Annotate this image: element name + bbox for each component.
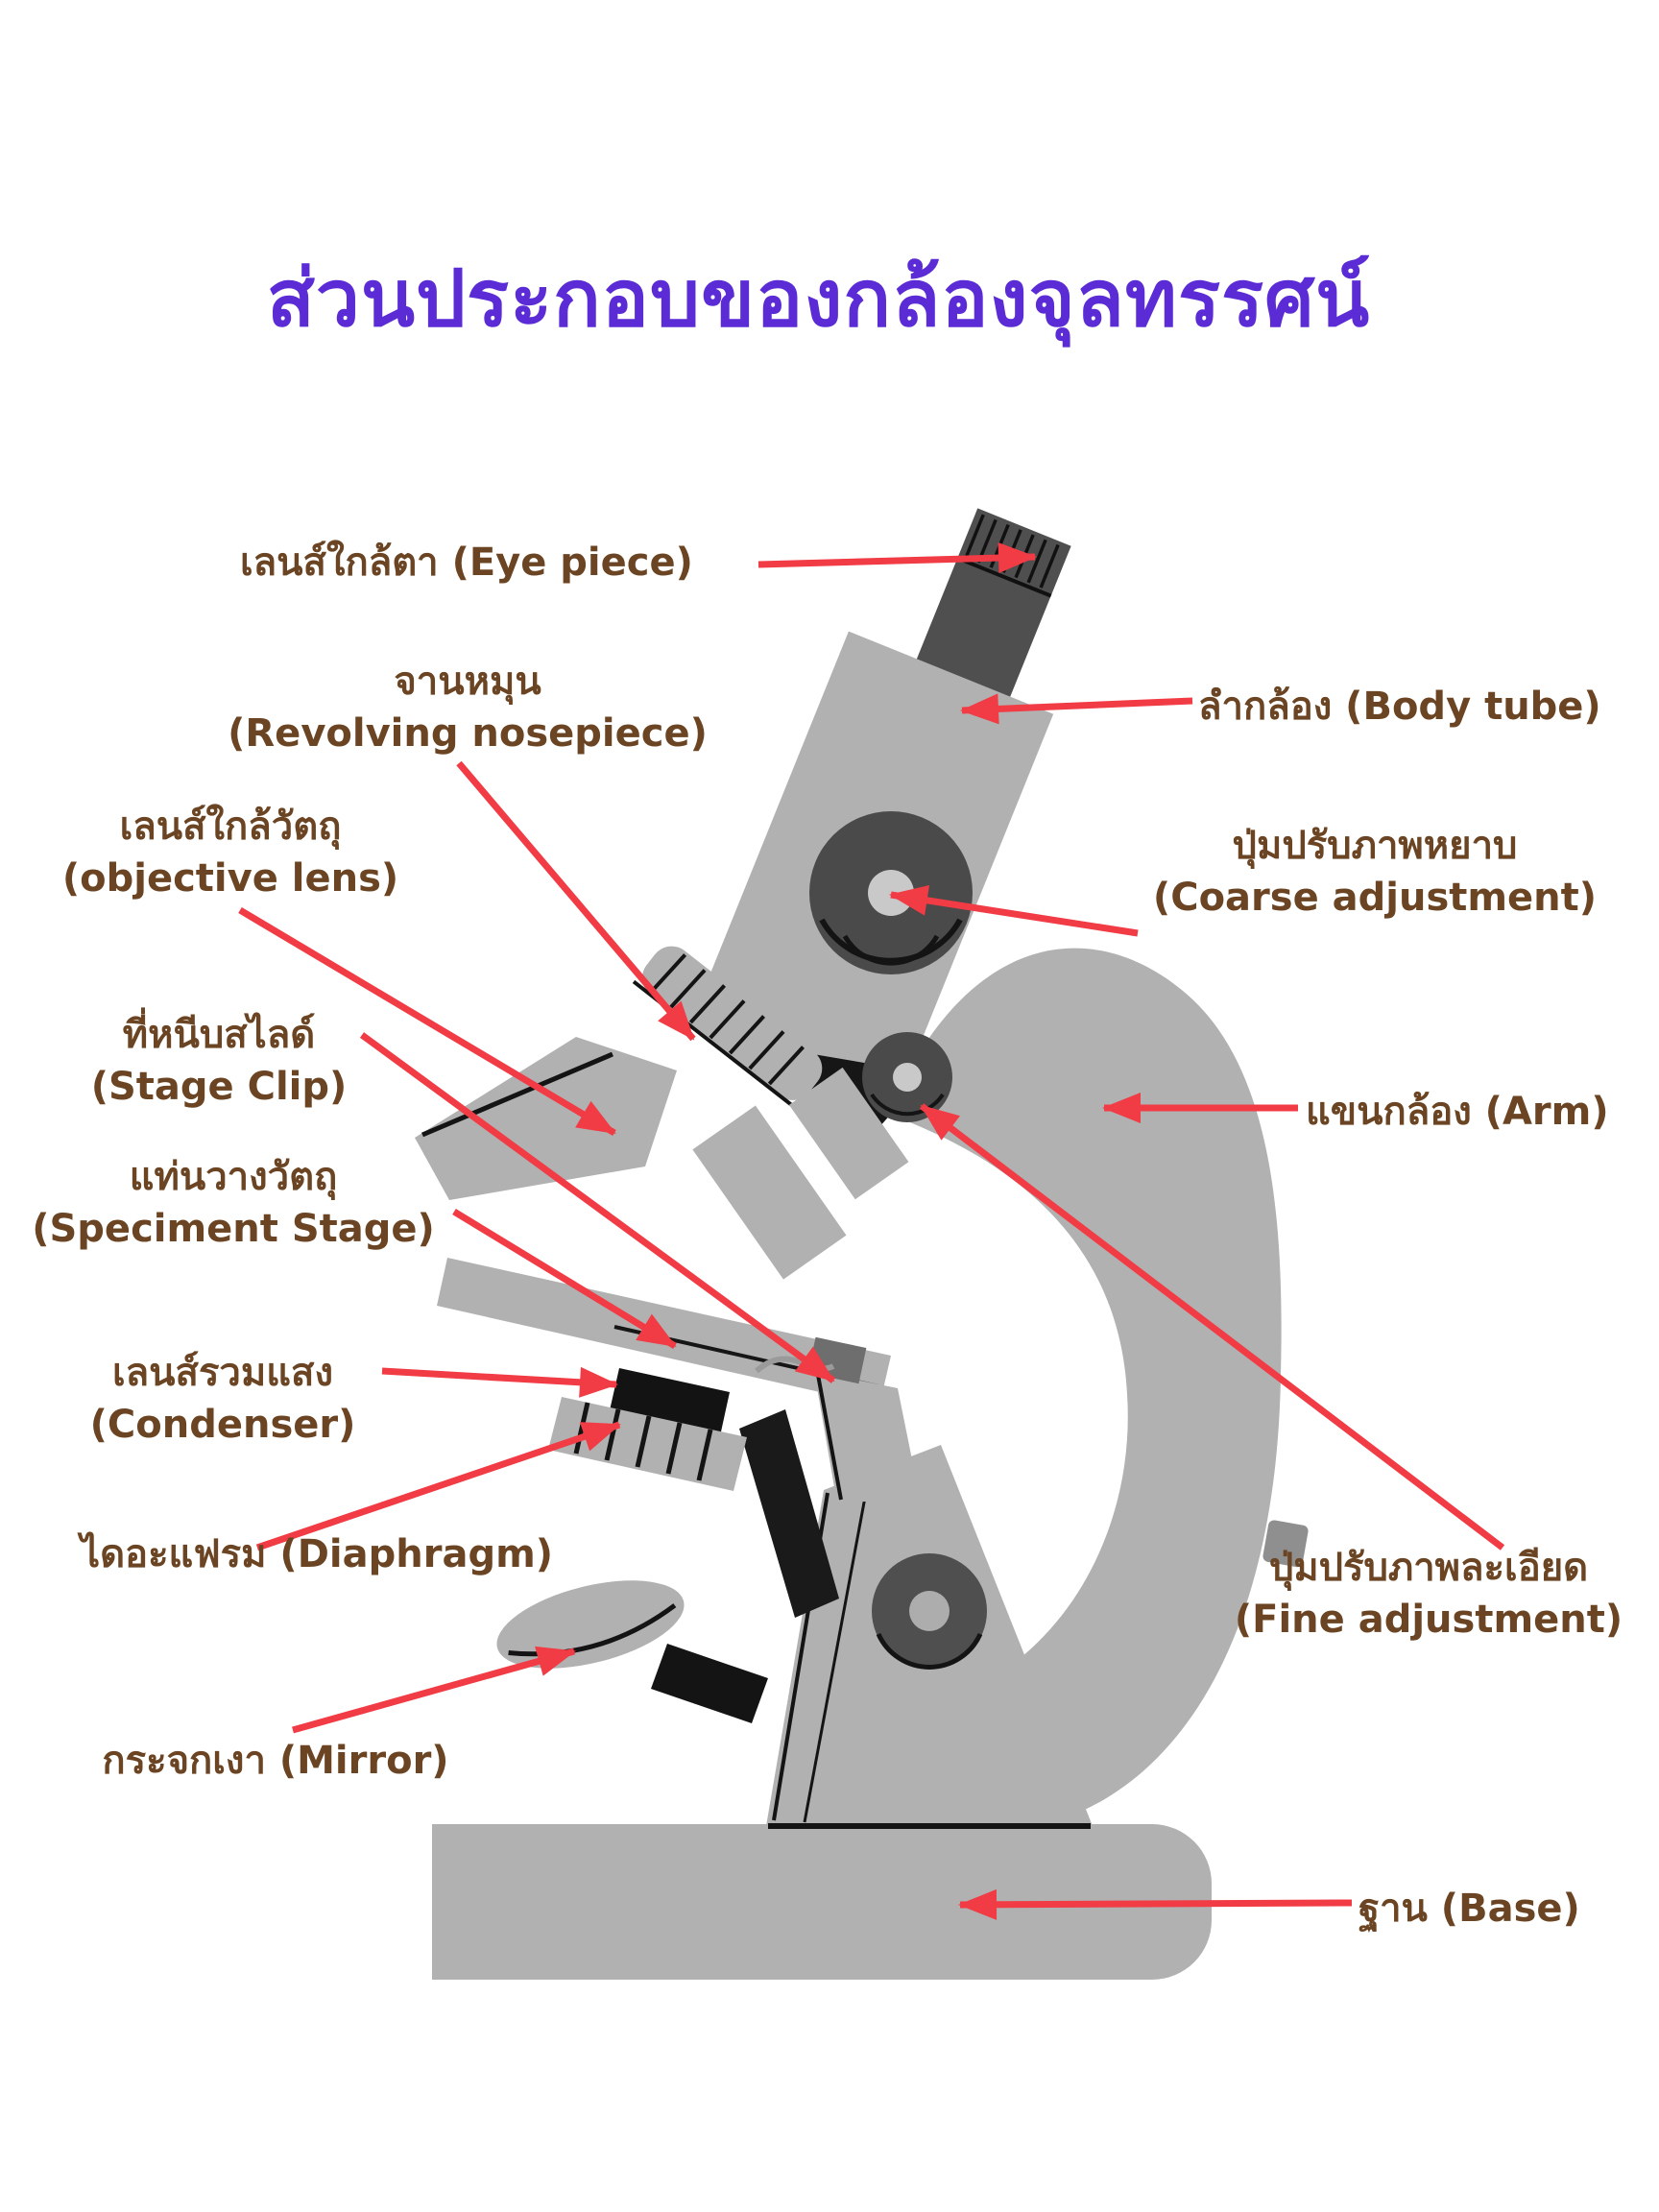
strut-part [739, 1409, 839, 1618]
objective-lens-part [692, 1067, 909, 1280]
arrow-coarse [889, 885, 1139, 937]
arrow-stage [452, 1209, 677, 1349]
nosepiece-part [632, 946, 823, 1111]
label-specimen-stage: แท่นวางวัตถุ (Speciment Stage) [32, 1155, 435, 1251]
arrow-fine [919, 1103, 1505, 1551]
label-base: ฐาน (Base) [1358, 1887, 1580, 1931]
label-condenser: เลนส์รวมแสง (Condenser) [89, 1351, 356, 1447]
arrow-nosepiece [456, 760, 696, 1042]
arm-part [888, 948, 1282, 1818]
arrows [238, 542, 1505, 1920]
arrow-stage-clip [359, 1032, 836, 1383]
label-mirror: กระจกเงา (Mirror) [102, 1739, 449, 1783]
arm-tab [1262, 1520, 1309, 1568]
objective-wedge [415, 1037, 677, 1200]
arrow-condenser [381, 1366, 618, 1398]
label-arm: แขนกล้อง (Arm) [1306, 1090, 1609, 1134]
label-fine-adjustment: ปุ่มปรับภาพละเอียด (Fine adjustment) [1234, 1546, 1623, 1642]
pivot-joint [872, 1553, 987, 1670]
label-diaphragm: ไดอะแฟรม (Diaphragm) [80, 1532, 554, 1576]
arrow-body-tube [960, 693, 1193, 725]
label-objective-lens: เลนส์ใกล้วัตถุ (objective lens) [61, 805, 399, 901]
coarse-knob-part [809, 811, 973, 974]
arrow-objective [238, 906, 616, 1137]
label-revolving-nosepiece: จานหมุน (Revolving nosepiece) [228, 660, 708, 756]
fine-knob-part [862, 1032, 952, 1122]
label-eye-piece: เลนส์ใกล้ตา (Eye piece) [240, 541, 693, 585]
arrow-diaphragm [255, 1421, 621, 1551]
arrow-base [958, 1888, 1353, 1920]
base-part [432, 1824, 1212, 1980]
label-coarse-adjustment: ปุ่มปรับภาพหยาบ (Coarse adjustment) [1152, 824, 1598, 920]
arrow-mirror [292, 1646, 576, 1734]
label-body-tube: ลำกล้อง (Body tube) [1198, 685, 1601, 729]
arrow-eye-piece [757, 542, 1037, 574]
page-title: ส่วนประกอบของกล้องจุลทรรศน์ [266, 253, 1371, 345]
label-stage-clip: ที่หนีบสไลด์ (Stage Clip) [90, 1013, 348, 1109]
mirror-part [496, 1580, 768, 1723]
